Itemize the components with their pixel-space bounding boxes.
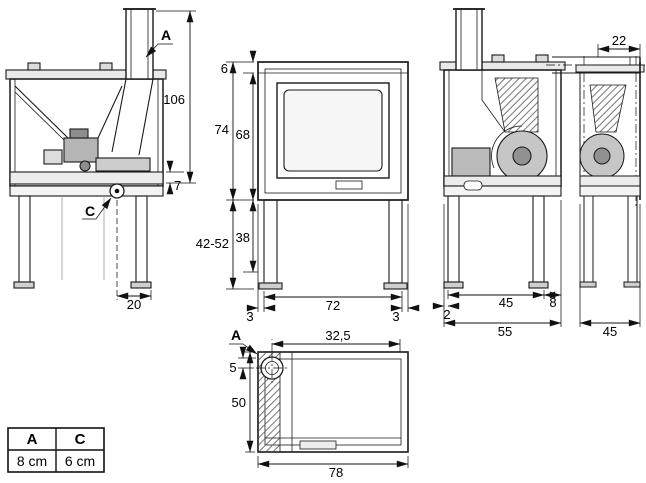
- side-view-right-dims: 22 45 8 2 55 45: [432, 33, 641, 339]
- dim-top-frame-label: 6: [221, 61, 228, 76]
- callout-a-leader: [145, 43, 173, 58]
- glass-frame: [276, 82, 390, 179]
- chimney-pipe: [125, 8, 154, 80]
- glass-window: [283, 89, 383, 172]
- dim-offset-right-label: 3: [392, 309, 399, 324]
- legend-table: A C 8 cm 6 cm: [7, 427, 105, 473]
- dim-flue-label: 32,5: [325, 328, 350, 343]
- top-view: [256, 351, 409, 453]
- dim-back-offset-label: 8: [549, 295, 556, 310]
- auger-tube: [95, 157, 151, 172]
- dim-partial-depth-label: 45: [603, 324, 617, 339]
- base-slab: [443, 175, 562, 187]
- legend-value-a: 8 cm: [17, 453, 47, 469]
- top-view-dims: A 32,5 5 50 78: [229, 327, 409, 480]
- flue-duct: [111, 78, 154, 156]
- dim-total-height-label: 106: [163, 92, 185, 107]
- side-view-left: [5, 8, 167, 289]
- dim-legs-span-label: 45: [499, 295, 513, 310]
- dim-width-label: 72: [326, 298, 340, 313]
- dim-gap-label: 5: [229, 360, 236, 375]
- legend-value-c: 6 cm: [65, 453, 95, 469]
- dim-width-label: 78: [329, 465, 343, 480]
- callout-a-label: A: [231, 327, 241, 343]
- legend-header-c: C: [75, 431, 86, 448]
- callout-a-leader: [229, 343, 258, 355]
- legend-header-a: A: [27, 431, 38, 448]
- baffle-hatch: [589, 84, 627, 133]
- dim-glass-height-label: 68: [236, 127, 250, 142]
- chimney-pipe: [455, 8, 483, 71]
- baffle-hatch: [494, 77, 539, 133]
- front-body: [257, 61, 409, 201]
- dim-front-offset-label: 2: [443, 307, 450, 322]
- dim-depth-label: 55: [498, 324, 512, 339]
- dim-under-label: 38: [236, 230, 250, 245]
- base-slab: [9, 171, 164, 185]
- callout-c-leader: [82, 197, 112, 220]
- front-view: [257, 61, 409, 290]
- dim-base-label: 7: [174, 178, 181, 193]
- callout-c-label: C: [85, 203, 95, 219]
- dim-offset-left-label: 3: [246, 309, 253, 324]
- side-view-left-dims: A 106 7 C 20: [82, 10, 196, 312]
- dim-duct-label: 22: [612, 33, 626, 48]
- pellet-hopper: [14, 85, 123, 139]
- front-view-dims: 74 6 68 38 42-52 72 3 3: [196, 50, 420, 324]
- brand-plate: [335, 180, 363, 190]
- side-view-right: [439, 8, 645, 289]
- dim-foot-label: 20: [127, 297, 141, 312]
- dim-depth-label: 50: [232, 395, 246, 410]
- motor-box: [63, 137, 99, 163]
- callout-a-label: A: [161, 27, 171, 43]
- dim-leg-range-label: 42-52: [196, 236, 229, 251]
- dim-height-label: 74: [215, 122, 229, 137]
- rear-partial-view: [575, 56, 645, 288]
